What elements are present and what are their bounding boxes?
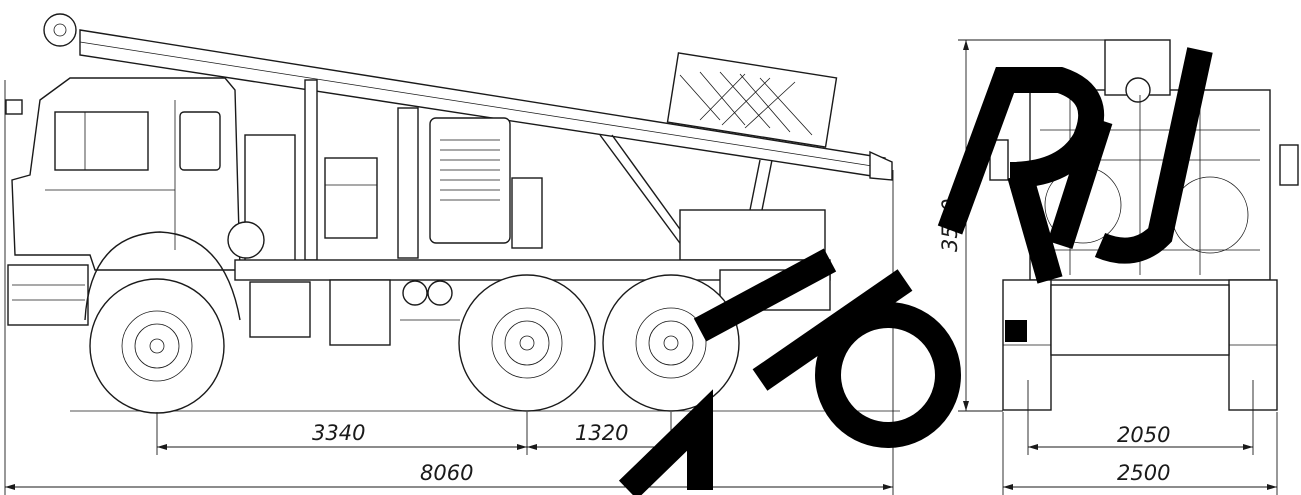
watermark-logo: [618, 47, 1213, 495]
truck-cab: [5, 77, 241, 326]
side-view: 3340 1320 8060: [4, 13, 900, 495]
dim-overall-width: 2500: [1117, 461, 1170, 485]
middle-wheel: [458, 274, 596, 412]
dimension-lines-rear: [958, 39, 1278, 495]
dim-wheelbase-front: 3340: [312, 421, 365, 445]
dim-track-width: 2050: [1117, 423, 1170, 447]
rear-wheel: [602, 274, 740, 412]
dim-overall-length: 8060: [420, 461, 473, 485]
chassis-frame: [234, 259, 831, 346]
drill-equipment: [227, 79, 826, 276]
dim-wheelbase-rear: 1320: [575, 421, 628, 445]
front-wheel: [89, 278, 225, 414]
drill-mast: [43, 13, 893, 251]
